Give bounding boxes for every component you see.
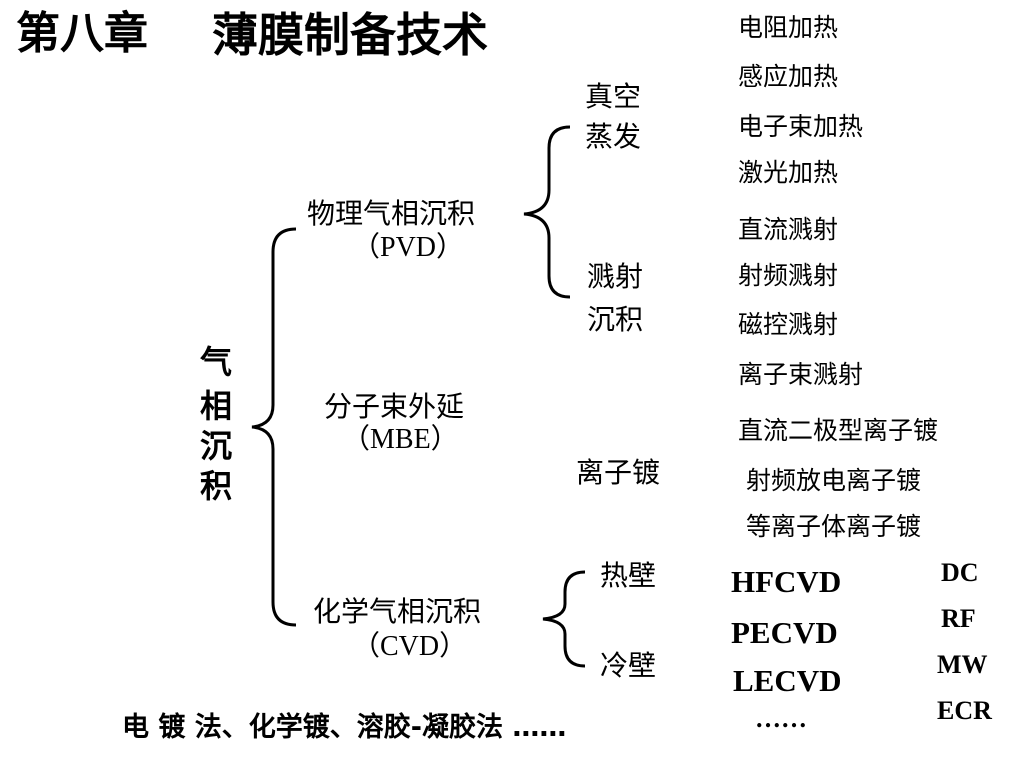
cvd-brace (542, 570, 586, 668)
hot-wall-label: 热壁 (600, 559, 657, 592)
evaporation-method-1: 电阻加热 (738, 13, 839, 42)
other-methods-footer: 电 镀 法、化学镀、溶胶-凝胶法 …… (122, 712, 567, 743)
chapter-title: 第八章 (16, 8, 148, 59)
cvd-type-more: …… (755, 704, 807, 733)
sputtering-method-1: 直流溅射 (738, 215, 839, 244)
topic-title: 薄膜制备技术 (212, 8, 488, 62)
pvd-node-name: 物理气相沉积 (307, 197, 476, 230)
sputtering-label-line2: 沉积 (587, 303, 644, 336)
root-label-char-3: 沉 (200, 427, 233, 465)
plasma-source-ecr: ECR (937, 696, 992, 725)
cvd-node-name: 化学气相沉积 (313, 595, 482, 628)
cold-wall-label: 冷壁 (600, 649, 657, 682)
sputtering-method-2: 射频溅射 (738, 261, 839, 290)
cvd-node-abbr: （CVD） (352, 631, 468, 662)
ion-plating-method-2: 射频放电离子镀 (746, 466, 922, 495)
sputtering-method-4: 离子束溅射 (738, 360, 864, 389)
root-label-char-1: 气 (200, 343, 233, 381)
pvd-node-abbr: （PVD） (352, 232, 465, 263)
evaporation-method-2: 感应加热 (738, 62, 839, 91)
ion-plating-method-1: 直流二极型离子镀 (738, 416, 939, 445)
mbe-node-name: 分子束外延 (324, 390, 465, 423)
evaporation-method-4: 激光加热 (738, 158, 839, 187)
cvd-type-1: HFCVD (731, 564, 842, 599)
ion-plating-method-3: 等离子体离子镀 (746, 512, 922, 541)
cvd-type-2: PECVD (731, 615, 838, 650)
plasma-source-rf: RF (941, 604, 976, 633)
plasma-source-dc: DC (941, 558, 979, 587)
mbe-node-abbr: （MBE） (342, 424, 459, 455)
plasma-source-mw: MW (937, 650, 988, 679)
cvd-type-3: LECVD (733, 663, 842, 698)
evaporation-method-3: 电子束加热 (738, 112, 864, 141)
sputtering-method-3: 磁控溅射 (738, 310, 839, 339)
ion-plating-label: 离子镀 (576, 456, 661, 489)
evaporation-label-line1: 真空 (585, 80, 642, 113)
root-label-char-4: 积 (200, 467, 233, 505)
evaporation-label-line2: 蒸发 (585, 120, 642, 153)
root-label-char-2: 相 (200, 387, 233, 425)
sputtering-label-line1: 溅射 (587, 260, 644, 293)
root-brace (251, 227, 297, 627)
pvd-brace (523, 125, 571, 299)
